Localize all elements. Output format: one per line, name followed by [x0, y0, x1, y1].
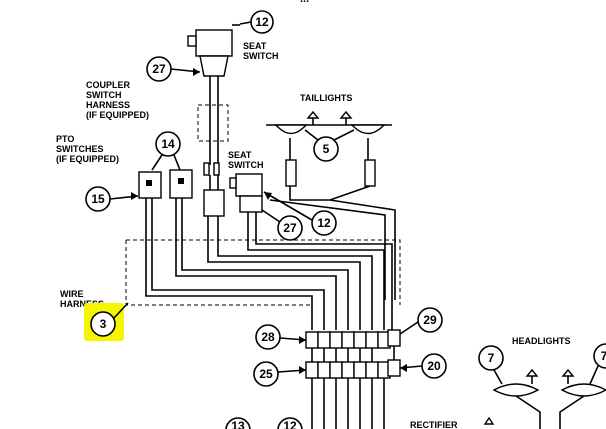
- svg-text:5: 5: [323, 142, 330, 156]
- svg-text:27: 27: [152, 62, 166, 76]
- svg-text:12: 12: [283, 419, 297, 429]
- callout-7-right: 7: [593, 343, 606, 369]
- pto-label-2: SWITCHES: [56, 144, 104, 154]
- rectifier-label: RECTIFIER: [410, 420, 458, 429]
- svg-text:14: 14: [161, 137, 175, 151]
- svg-text:12: 12: [255, 15, 269, 29]
- svg-text:7: 7: [488, 351, 495, 365]
- coupler-harness-label-1: COUPLER: [86, 80, 131, 90]
- svg-text:15: 15: [91, 192, 105, 206]
- inter-connector-wires: [311, 346, 395, 362]
- taillights-label: TAILLIGHTS: [300, 93, 352, 103]
- callout-29: 29: [417, 307, 443, 333]
- headlights-label: HEADLIGHTS: [512, 336, 571, 346]
- connector-20: [387, 359, 401, 377]
- callout-12-bottom: 12: [277, 417, 303, 429]
- svg-text:28: 28: [261, 330, 275, 344]
- svg-text:7: 7: [601, 349, 606, 363]
- callout-25: 25: [253, 361, 279, 387]
- seat-switch-mid-label-2: SWITCH: [228, 160, 264, 170]
- svg-text:12: 12: [317, 216, 331, 230]
- headlight-right: [560, 368, 606, 397]
- svg-text:29: 29: [423, 313, 437, 327]
- coupler-harness-label-2: SWITCH: [86, 90, 122, 100]
- svg-text:25: 25: [259, 367, 273, 381]
- connector-25: [305, 361, 391, 379]
- connector-29: [387, 329, 401, 347]
- svg-text:3: 3: [100, 317, 107, 331]
- seat-switch-mid-label-1: SEAT: [228, 150, 252, 160]
- rectifier-symbol-icon: [483, 416, 495, 425]
- callout-7-left: 7: [478, 345, 504, 371]
- svg-text:27: 27: [283, 221, 297, 235]
- callout-12-top: 12: [250, 10, 274, 34]
- callout-15: 15: [85, 186, 111, 212]
- taillight-bulb-icon-left: [306, 110, 320, 119]
- headlight-bulb-icon-left: [525, 368, 539, 377]
- seat-switch-top-label-2: SWITCH: [243, 51, 279, 61]
- harness-wires: [145, 198, 393, 330]
- callout-14: 14: [155, 131, 181, 157]
- callout-13-bottom-left: 13: [225, 417, 251, 429]
- pto-label-3: (IF EQUIPPED): [56, 154, 119, 164]
- callout-27-top: 27: [146, 56, 172, 82]
- taillight-bulb-icon-right: [339, 110, 353, 119]
- svg-text:13: 13: [231, 419, 245, 429]
- pto-label-1: PTO: [56, 134, 74, 144]
- svg-text:20: 20: [427, 359, 441, 373]
- seat-switch-top-label-1: SEAT: [243, 41, 267, 51]
- top-seat-switch: [187, 29, 233, 77]
- header-fragment: ...: [300, 0, 309, 5]
- callout-5: 5: [313, 136, 339, 162]
- callout-27-mid: 27: [277, 215, 303, 241]
- headlight-bulb-icon-right: [561, 368, 575, 377]
- connector-28: [305, 331, 391, 349]
- callout-20: 20: [421, 353, 447, 379]
- callout-28: 28: [255, 324, 281, 350]
- callout-12-mid: 12: [311, 210, 337, 236]
- coupler-harness-label-3: HARNESS: [86, 100, 130, 110]
- wire-harness-label-1: WIRE: [60, 289, 84, 299]
- headlight-left: [492, 368, 540, 397]
- coupler-harness-label-4: (IF EQUIPPED): [86, 110, 149, 120]
- lower-wires: [311, 378, 385, 429]
- callout-3-highlighted: 3: [84, 302, 129, 341]
- wire-harness-label-2: HARNESS: [60, 299, 104, 309]
